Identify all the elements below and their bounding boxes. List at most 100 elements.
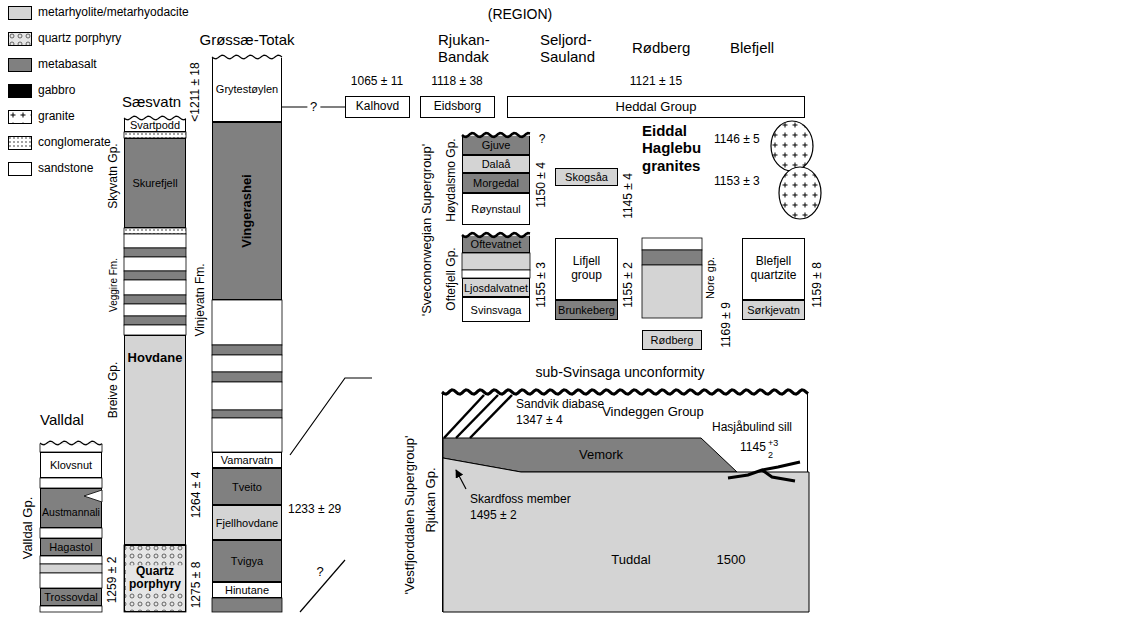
unconformity-line (462, 133, 530, 137)
unit-label: Austmannali (42, 506, 100, 518)
unit-group: Skyvatn Gp.SvartpoddSkurefjell (124, 118, 186, 234)
rock-layer (212, 418, 282, 452)
rock-layer (40, 528, 102, 538)
rock-unit-box: Tvigya (212, 540, 282, 582)
legend-row: metarhyolite/metarhyodacite (8, 6, 208, 20)
annotation-label: sub-Svinsaga unconformity (536, 364, 705, 380)
rock-unit-box: Sørkjevatn (742, 300, 805, 320)
legend-label: metabasalt (38, 58, 97, 72)
rotated-label: 'Vestfjorddalen Supergroup' (403, 436, 418, 595)
rock-unit-box: Røynstaul (462, 193, 530, 225)
layer-outline (443, 458, 809, 612)
rock-unit-box: Grytestøylen (212, 57, 282, 122)
annotation-label: Sandvik diabase (516, 398, 604, 412)
legend-row: quartz porphyry (8, 32, 208, 46)
rock-layer (212, 355, 282, 372)
rock-unit-box: Lifjell group (555, 238, 618, 300)
rock-layer (462, 270, 530, 278)
unit-label: Breive Gp. (107, 362, 121, 419)
annotation-label: ? (316, 565, 323, 580)
sill-intrusion (762, 470, 795, 481)
unit-label: Høydalsmo Gp. (445, 138, 459, 221)
legend-swatch-frame (8, 136, 32, 150)
legend-swatch (9, 59, 32, 72)
rock-unit-box: Oftevatnet (462, 235, 530, 253)
annotation-label: Skardfoss member (470, 493, 571, 507)
rock-layer (642, 250, 702, 265)
legend-label: quartz porphyry (38, 32, 121, 46)
rotated-label: 1155 ± 2 (622, 262, 636, 308)
rotated-label: 1169 ± 9 (720, 302, 734, 348)
rock-unit-box: Hovdane (124, 335, 186, 545)
rotated-label: 1259 ± 2 (106, 557, 120, 604)
rock-unit-box: Skogsåa (555, 168, 618, 186)
rock-unit-box: Ljosdalvatnet (462, 278, 530, 297)
annotation-label: Rjukan- Bandak (438, 31, 500, 66)
unconformity-line (40, 441, 102, 445)
unit-label: Lifjell group (558, 255, 616, 283)
rock-layer (212, 598, 282, 612)
annotation-label: Eiddal Haglebu granites (642, 122, 714, 174)
rock-unit-box: Svartpodd (124, 118, 186, 132)
annotation-label: Grøssæ-Totak (199, 31, 294, 48)
unit-label: Ljosdalvatnet (464, 281, 528, 293)
rock-unit-box: Trossovdal (40, 588, 102, 606)
unit-label: Svinsvaga (471, 303, 522, 316)
annotation-label: Valldal (40, 411, 84, 428)
legend-swatch (9, 7, 32, 20)
rock-layer (462, 253, 530, 270)
layer-shape (443, 455, 809, 612)
unit-label: Grytestøylen (216, 83, 278, 96)
rock-unit-box: Skurefjell (124, 138, 186, 228)
unit-group: Høydalsmo Gp.GjuveDalaåMorgedalRøynstaul (462, 135, 530, 225)
annotation-label: 1118 ± 38 (431, 75, 483, 89)
unit-label: Brunkeberg (558, 304, 615, 317)
rotated-label: 1150 ± 4 (535, 162, 549, 208)
unit-label: Oftefjell Gp. (445, 247, 459, 310)
rock-unit-box: Dalaå (462, 155, 530, 173)
legend-swatch (9, 33, 32, 46)
rock-layer (124, 295, 186, 304)
legend-swatch (9, 111, 32, 124)
rock-unit-box: Heddal Group (507, 96, 805, 118)
leader-arrow (456, 470, 466, 489)
legend-label: sandstone (38, 162, 93, 176)
legend-swatch-frame (8, 6, 32, 20)
unit-label: Skogsåa (565, 171, 608, 184)
unit-label: Tuddal (611, 553, 650, 568)
granite-body (771, 121, 813, 171)
rotated-label: 1145 ± 4 (622, 173, 636, 219)
unconformity-line (124, 116, 186, 120)
annotation-label: 2 (768, 450, 773, 460)
unit-label: Vingerashei (240, 174, 255, 247)
correlation-line (290, 378, 372, 455)
unit-label: Morgedal (473, 177, 519, 190)
unit-label: Oftevatnet (471, 237, 522, 250)
diabase-dyke (470, 395, 512, 438)
rock-unit-box: Quartz porphyry (124, 545, 186, 612)
unit-label: Vemork (579, 448, 623, 463)
correlation-line (300, 560, 345, 612)
unit-label: Trossovdal (44, 591, 97, 604)
rock-unit-box: Klovsnut (40, 452, 102, 478)
rotated-label: <1211 ± 18 (189, 62, 203, 121)
rock-layer (124, 316, 186, 325)
legend-row: metabasalt (8, 58, 208, 72)
legend-swatch-frame (8, 58, 32, 72)
unit-label: Rødberg (651, 334, 694, 347)
rotated-label: 'Sveconorwegian Supergroup' (420, 144, 435, 317)
unit-label: Hinutane (225, 584, 269, 597)
rock-layer (212, 410, 282, 418)
unit-group: Nore gp. (642, 238, 702, 318)
rock-unit-box: Tveito (212, 468, 282, 505)
unit-group: Veggire Fm. (124, 234, 186, 335)
legend-swatch-frame (8, 32, 32, 46)
legend-label: metarhyolite/metarhyodacite (38, 6, 189, 20)
annotation-label: Rødberg (632, 39, 690, 56)
unit-label: Skyvatn Gp. (107, 143, 121, 208)
unit-label: Nore gp. (704, 257, 717, 299)
sandstone-wedge (84, 490, 102, 502)
rock-layer (212, 382, 282, 410)
legend-swatch-frame (8, 84, 32, 98)
rock-layer (212, 300, 282, 345)
